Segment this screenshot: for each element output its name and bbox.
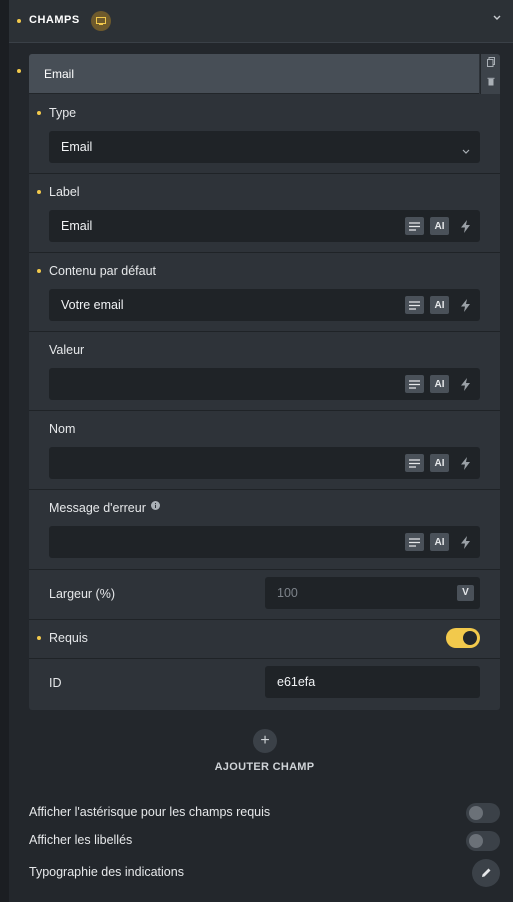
name-input[interactable]: AI	[49, 447, 480, 479]
type-select[interactable]: Email	[49, 131, 480, 163]
width-input[interactable]: 100 V	[265, 577, 480, 609]
width-label: Largeur (%)	[49, 587, 115, 601]
modified-indicator	[37, 111, 41, 115]
type-value: Email	[61, 140, 93, 154]
copy-icon[interactable]	[487, 57, 495, 69]
show-asterisk-toggle[interactable]	[466, 803, 500, 823]
pencil-icon	[481, 866, 492, 881]
value-input[interactable]: AI	[49, 368, 480, 400]
required-row: Requis	[29, 620, 500, 659]
info-icon[interactable]	[151, 499, 161, 513]
error-message-label: Message d'erreur	[49, 499, 161, 515]
id-input[interactable]: e61efa	[265, 666, 480, 698]
type-row: Type Email	[29, 94, 500, 174]
value-row: Valeur AI	[29, 332, 500, 411]
name-row: Nom AI	[29, 411, 500, 490]
toggle-knob	[463, 631, 477, 645]
error-message-label-text: Message d'erreur	[49, 501, 146, 515]
text-format-icon[interactable]	[405, 375, 424, 393]
toggle-knob	[469, 806, 483, 820]
modified-indicator	[17, 69, 21, 73]
value-label: Valeur	[49, 343, 85, 357]
required-label: Requis	[49, 631, 88, 645]
label-input[interactable]: Email AI	[49, 210, 480, 242]
left-strip	[0, 0, 9, 902]
default-content-value: Votre email	[61, 298, 124, 312]
chevron-down-icon[interactable]	[493, 13, 501, 24]
modified-indicator	[37, 636, 41, 640]
id-value: e61efa	[277, 675, 316, 689]
bolt-icon[interactable]	[458, 533, 472, 551]
field-card-header[interactable]: Email	[29, 54, 479, 94]
bolt-icon[interactable]	[458, 375, 472, 393]
add-field-icon[interactable]: +	[253, 729, 277, 753]
id-row: ID e61efa	[29, 659, 500, 710]
default-content-row: Contenu par défaut Votre email AI	[29, 253, 500, 332]
type-label: Type	[49, 106, 77, 120]
ai-button[interactable]: AI	[430, 296, 449, 314]
text-format-icon[interactable]	[405, 533, 424, 551]
champs-section-header[interactable]: CHAMPS	[9, 0, 513, 43]
chevron-down-icon	[462, 143, 470, 158]
bolt-icon[interactable]	[458, 217, 472, 235]
modified-indicator	[17, 19, 21, 23]
screen-icon	[91, 11, 111, 31]
trash-icon[interactable]	[487, 77, 495, 88]
field-card-title: Email	[44, 67, 75, 81]
text-format-icon[interactable]	[405, 217, 424, 235]
hint-typography-label: Typographie des indications	[29, 865, 184, 879]
unit-selector[interactable]: V	[457, 585, 474, 601]
text-format-icon[interactable]	[405, 296, 424, 314]
required-toggle[interactable]	[446, 628, 480, 648]
width-placeholder: 100	[277, 586, 298, 600]
default-content-input[interactable]: Votre email AI	[49, 289, 480, 321]
edit-typography-button[interactable]	[472, 859, 500, 887]
ai-button[interactable]: AI	[430, 533, 449, 551]
show-labels-label: Afficher les libellés	[29, 833, 133, 847]
id-label: ID	[49, 676, 62, 690]
label-value: Email	[61, 219, 93, 233]
add-field-button[interactable]: AJOUTER CHAMP	[214, 761, 315, 773]
default-content-label: Contenu par défaut	[49, 264, 157, 278]
bolt-icon[interactable]	[458, 296, 472, 314]
field-card-actions	[480, 54, 500, 94]
name-label: Nom	[49, 422, 76, 436]
ai-button[interactable]: AI	[430, 454, 449, 472]
show-asterisk-label: Afficher l'astérisque pour les champs re…	[29, 805, 271, 819]
bolt-icon[interactable]	[458, 454, 472, 472]
ai-button[interactable]: AI	[430, 375, 449, 393]
label-row: Label Email AI	[29, 174, 500, 253]
error-message-input[interactable]: AI	[49, 526, 480, 558]
label-label: Label	[49, 185, 80, 199]
show-labels-toggle[interactable]	[466, 831, 500, 851]
field-card: Email Type Email Label Email AI	[29, 54, 500, 710]
error-message-row: Message d'erreur AI	[29, 490, 500, 570]
modified-indicator	[37, 190, 41, 194]
section-title: CHAMPS	[29, 14, 80, 26]
toggle-knob	[469, 834, 483, 848]
modified-indicator	[37, 269, 41, 273]
ai-button[interactable]: AI	[430, 217, 449, 235]
text-format-icon[interactable]	[405, 454, 424, 472]
width-row: Largeur (%) 100 V	[29, 570, 500, 620]
